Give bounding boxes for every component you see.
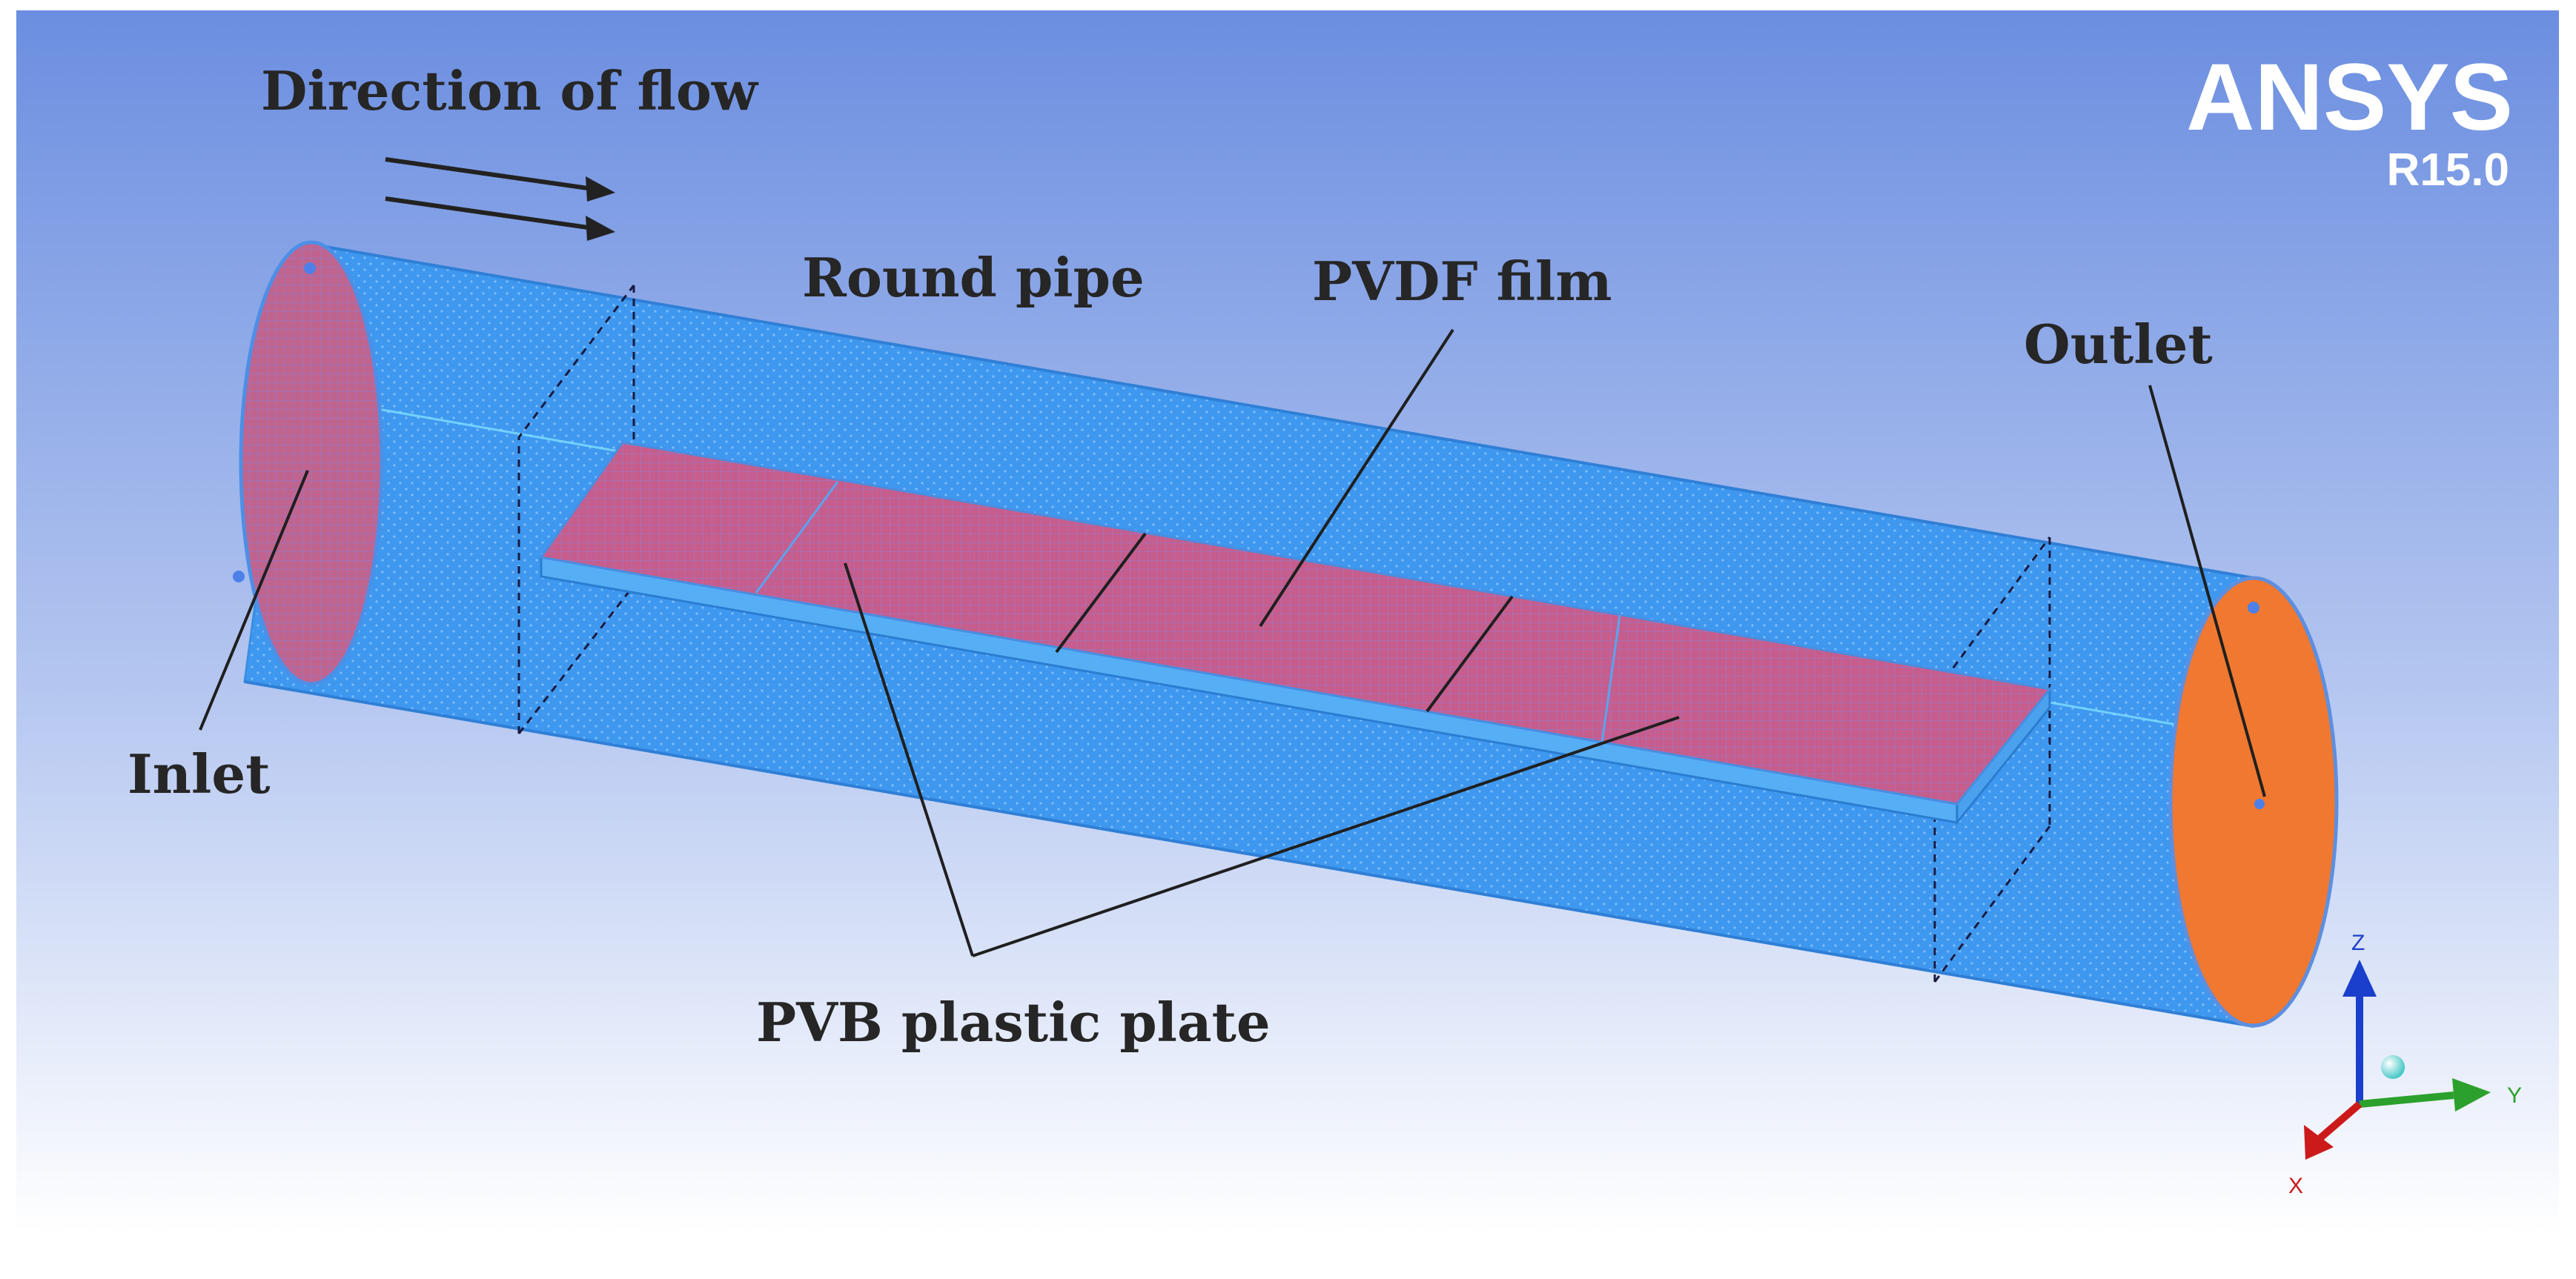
z-axis-label: Z: [2351, 931, 2365, 955]
marker-inlet-top: [304, 262, 316, 274]
inlet-leader: [199, 470, 309, 731]
outlet-label: Outlet: [2024, 313, 2213, 376]
marker-inlet-left: [233, 571, 245, 582]
film-leader-main: [1259, 328, 1454, 628]
pipe-top-edge: [303, 242, 2254, 579]
film-leader-2: [1426, 595, 1514, 713]
y-axis-arrowhead: [2452, 1078, 2491, 1112]
y-axis-shaft: [2359, 1092, 2454, 1108]
axis-triad: Z Y X: [2288, 931, 2522, 1198]
left-section-frame: [517, 285, 635, 734]
x-axis-arrowhead: [2304, 1125, 2334, 1160]
ansys-logo: ANSYS: [2186, 44, 2513, 150]
pipe-bottom-edge: [244, 680, 2254, 1028]
ansys-version: R15.0: [2387, 144, 2509, 196]
plate-leader-2: [972, 716, 1680, 957]
pvdf-film-label: PVDF film: [1312, 250, 1612, 313]
inlet-face: [239, 240, 384, 686]
direction-of-flow-label: Direction of flow: [261, 59, 759, 122]
z-axis-arrowhead: [2342, 960, 2377, 997]
rotation-center-ball[interactable]: [2381, 1055, 2405, 1079]
film-leader-1: [1055, 532, 1147, 654]
film-segment-line-2: [1600, 614, 1621, 749]
plate-leader-1: [844, 562, 974, 957]
inlet-label: Inlet: [128, 743, 270, 805]
x-axis-label: X: [2288, 1174, 2303, 1198]
right-section-frame: [1933, 536, 2051, 983]
marker-outlet-top: [2248, 602, 2259, 614]
pvdf-film: [539, 441, 2052, 805]
y-axis-label: Y: [2507, 1083, 2522, 1108]
pvb-plastic-plate-label: PVB plastic plate: [756, 991, 1271, 1054]
film-segment-line-1: [755, 481, 839, 594]
outlet-face: [2168, 576, 2339, 1028]
marker-outlet-center: [2254, 799, 2265, 809]
outlet-leader: [2148, 385, 2266, 797]
leader-lines: [199, 328, 2266, 957]
flow-direction-arrows: [385, 157, 615, 241]
x-axis-shaft: [2314, 1101, 2363, 1144]
round-pipe-label: Round pipe: [802, 246, 1145, 309]
